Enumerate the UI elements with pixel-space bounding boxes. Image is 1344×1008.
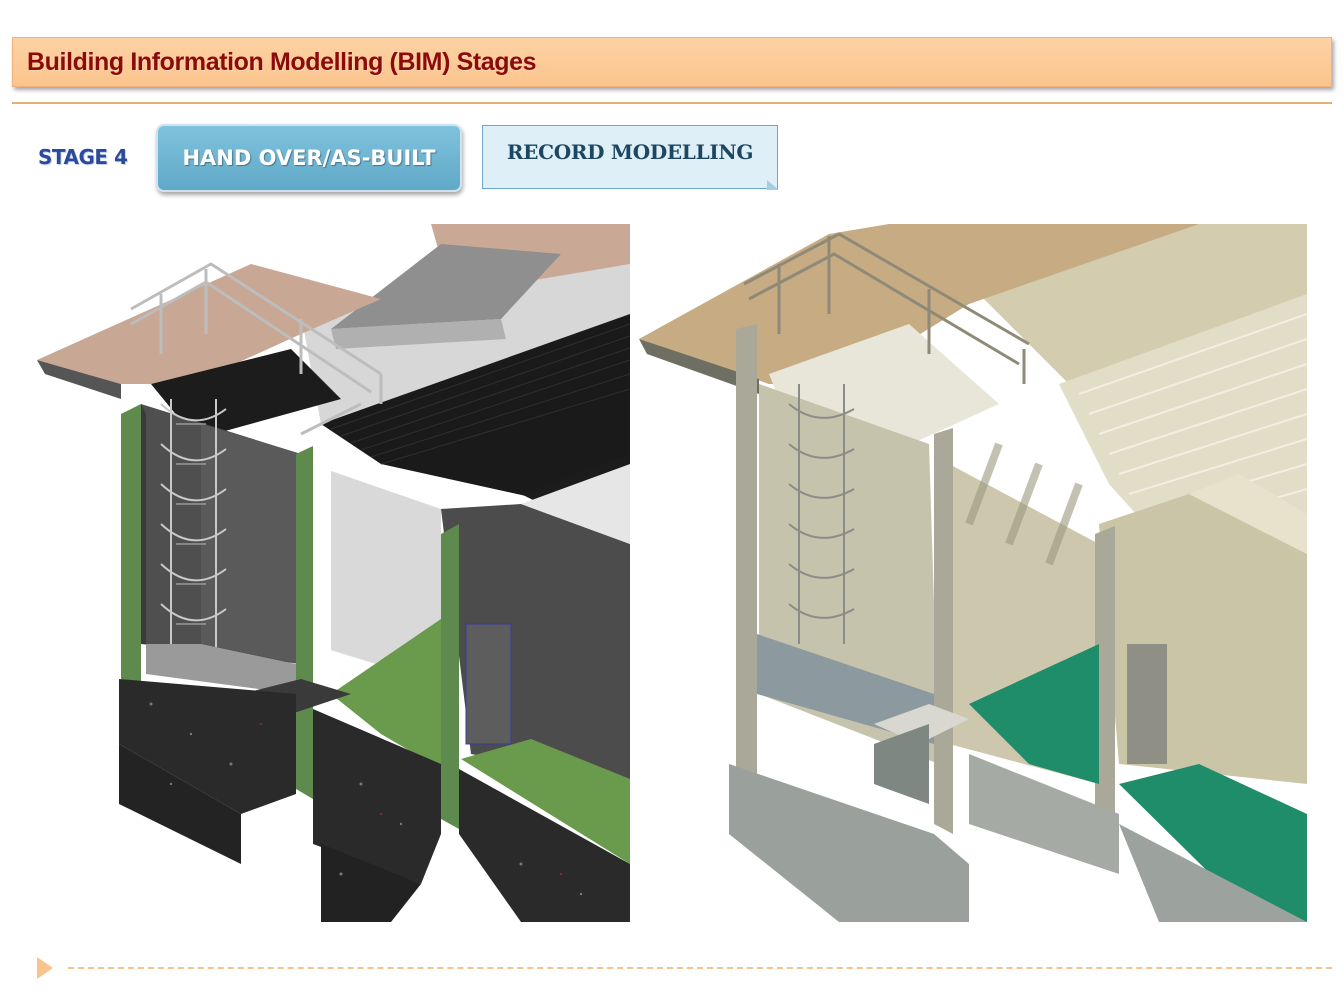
title-bar: Building Information Modelling (BIM) Sta…: [12, 37, 1332, 87]
hand-over-as-built-label: HAND OVER/AS-BUILT: [182, 146, 436, 170]
record-modelling-label: RECORD MODELLING: [506, 140, 754, 164]
slide-title: Building Information Modelling (BIM) Sta…: [27, 48, 537, 76]
hand-over-as-built-button[interactable]: HAND OVER/AS-BUILT: [156, 124, 462, 192]
title-underline: [12, 102, 1332, 104]
stage-label: STAGE 4: [38, 145, 128, 169]
bim-model-section-left: [1, 224, 630, 922]
footer-divider: [68, 967, 1332, 969]
record-modelling-button[interactable]: RECORD MODELLING: [482, 125, 779, 190]
bim-model-rendered-right: [639, 224, 1307, 922]
page-fold-icon: [767, 180, 779, 190]
triangle-arrow-icon: [37, 957, 53, 979]
